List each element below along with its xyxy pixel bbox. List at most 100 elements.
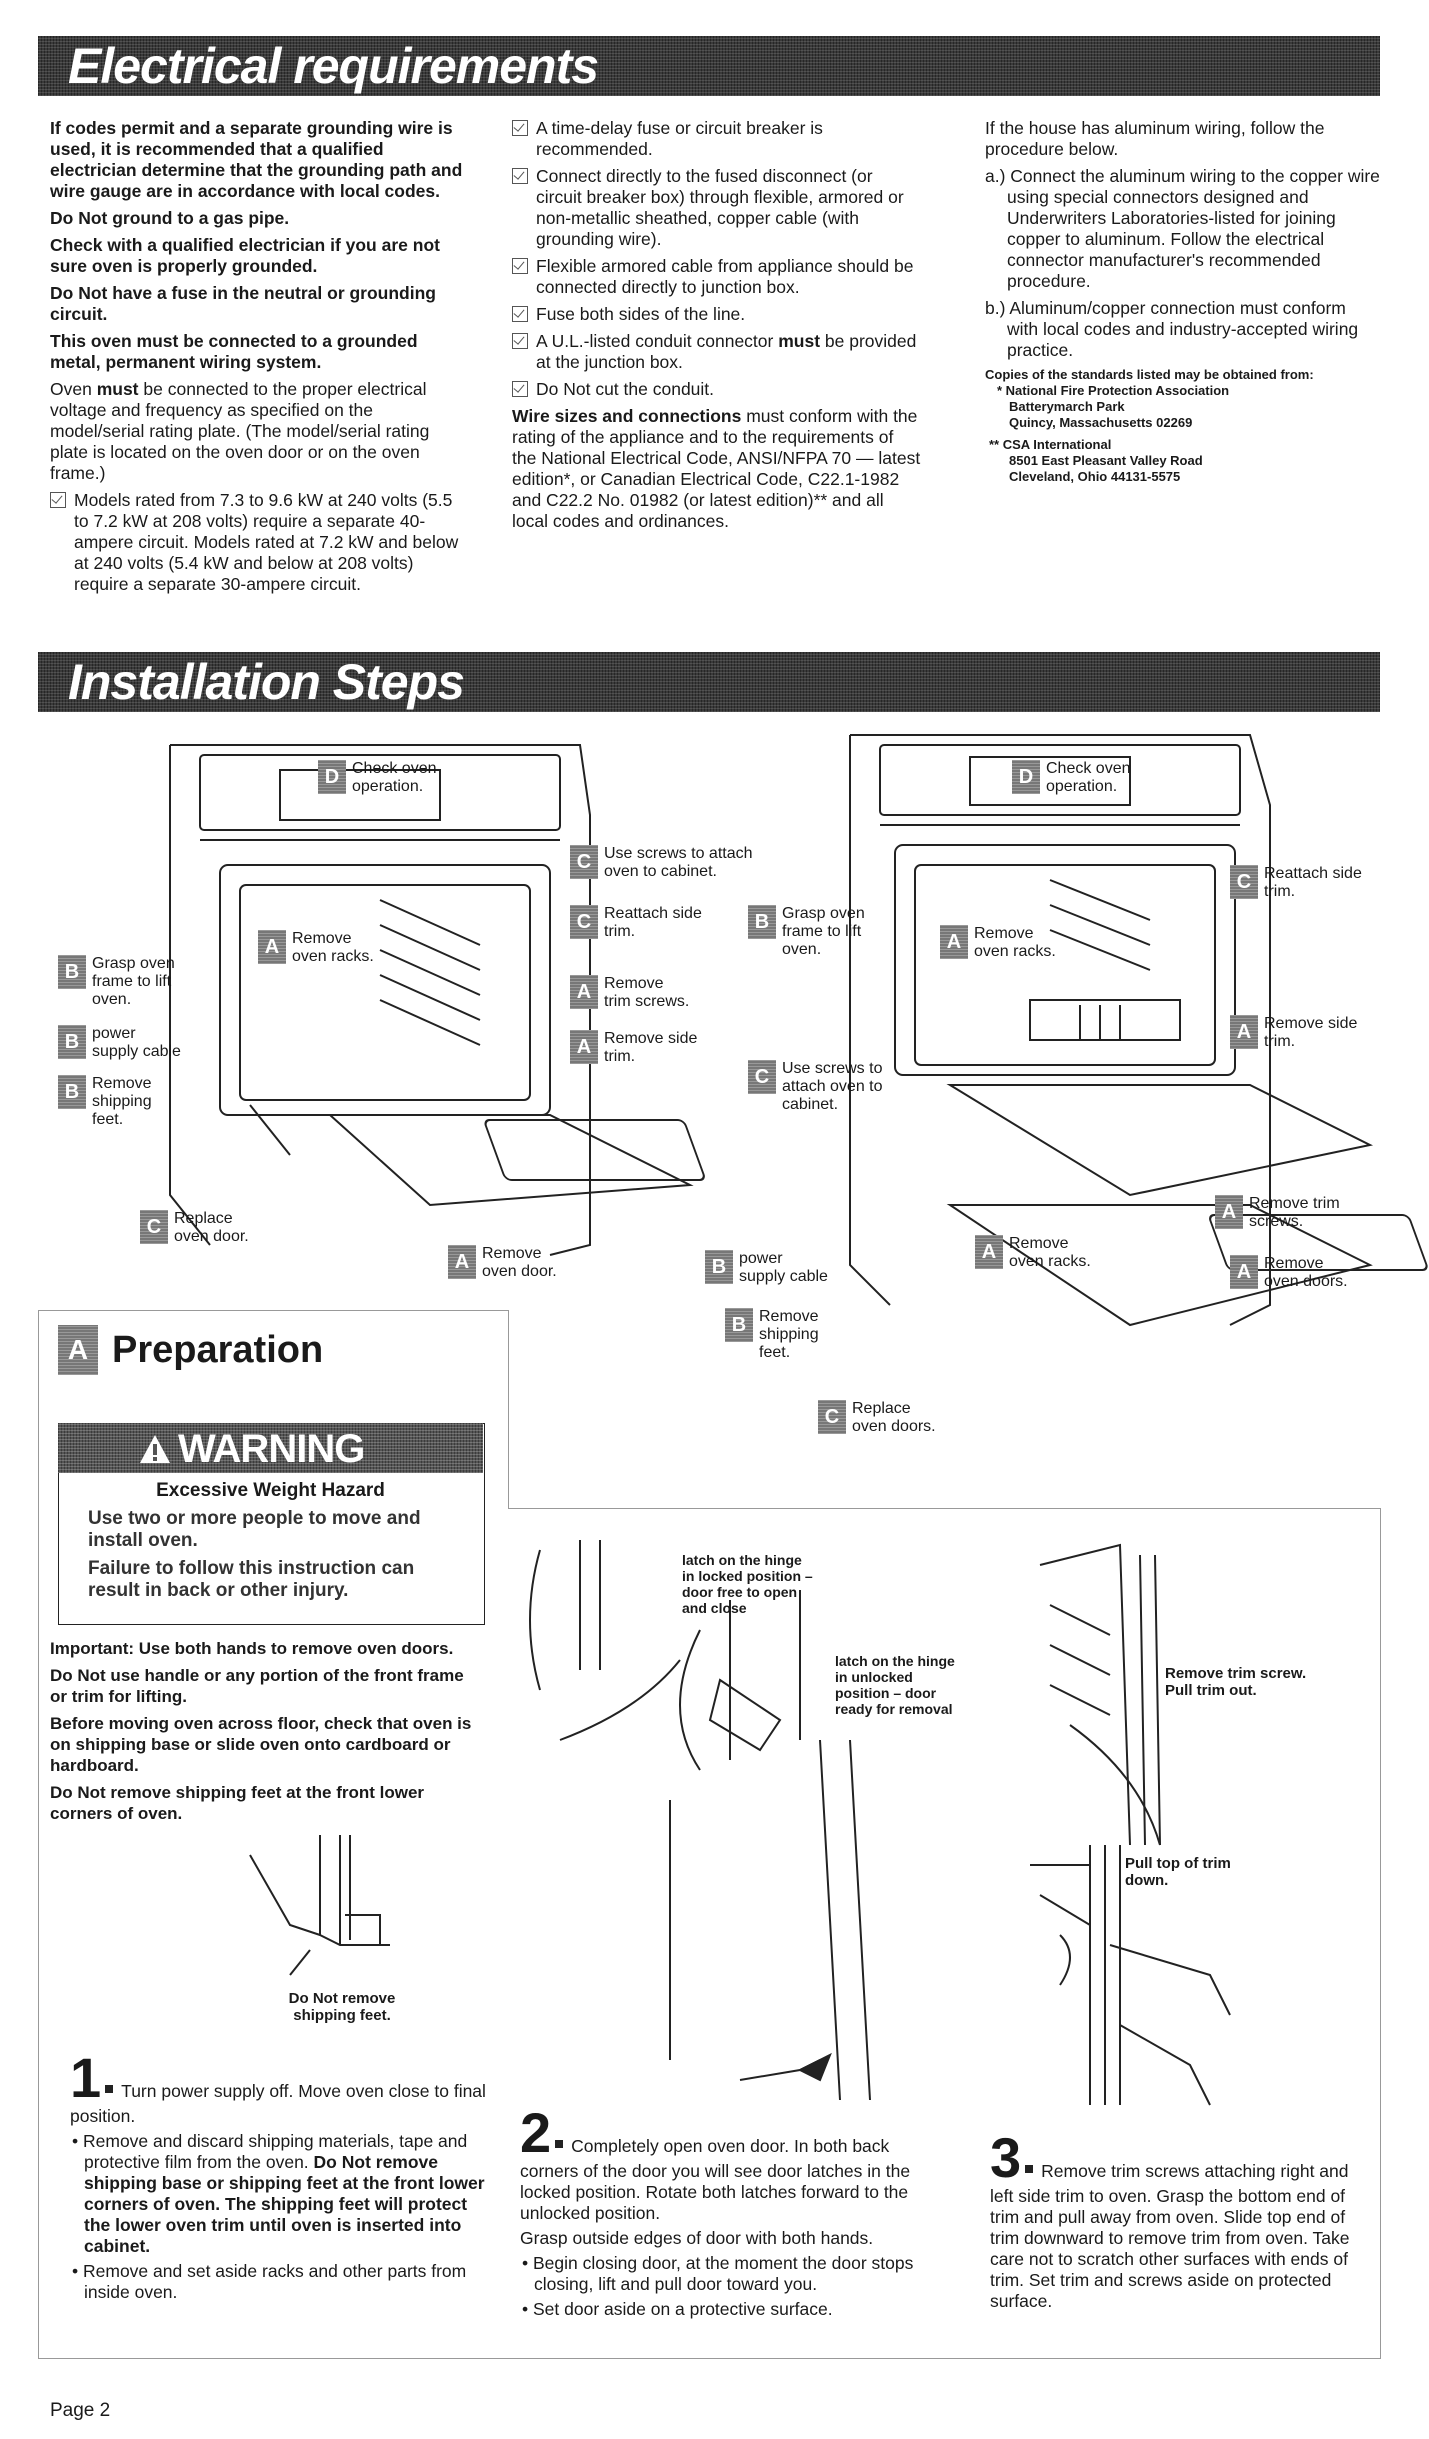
check-item: A U.L.-listed conduit connector must be … xyxy=(512,331,922,373)
aluminum-step-a: a.) Connect the aluminum wiring to the c… xyxy=(985,166,1380,291)
trim-removal-illustration xyxy=(1030,1543,1231,2106)
wiring-system-note: This oven must be connected to a grounde… xyxy=(50,331,418,372)
hazard-title: Excessive Weight Hazard xyxy=(156,1480,385,1501)
nfpa-name: * National Fire Protection Association xyxy=(997,383,1230,398)
csa-name: ** CSA International xyxy=(989,437,1112,452)
step-tag: A xyxy=(58,1325,98,1375)
preparation-heading: A Preparation xyxy=(58,1325,323,1375)
electrical-banner: Electrical requirements xyxy=(38,36,1380,96)
installation-banner: Installation Steps xyxy=(38,652,1380,712)
wire-sizes-note: Wire sizes and connections must conform … xyxy=(512,406,921,531)
warning-line-2: Failure to follow this instruction can r… xyxy=(88,1558,415,1601)
important-note: Do Not remove shipping feet at the front… xyxy=(50,1783,425,1823)
preparation-divider xyxy=(508,1310,509,1508)
electrician-note: Check with a qualified electrician if yo… xyxy=(50,235,440,276)
page-number: Page 2 xyxy=(50,2400,111,2421)
gas-pipe-note: Do Not ground to a gas pipe. xyxy=(50,208,290,228)
preparation-top-rule-left xyxy=(38,1310,508,1311)
checkbox-icon xyxy=(512,381,528,397)
step-number: 3 xyxy=(990,2126,1022,2189)
electrical-col-1: If codes permit and a separate grounding… xyxy=(50,118,470,601)
warning-title: WARNING xyxy=(178,1427,365,1471)
important-note: Important: Use both hands to remove oven… xyxy=(50,1639,454,1658)
step-number: 2 xyxy=(520,2101,552,2164)
checkbox-icon xyxy=(512,333,528,349)
latch-locked-caption: latch on the hinge in locked position – … xyxy=(682,1552,813,1616)
installation-title: Installation Steps xyxy=(68,654,465,710)
preparation-right-rule xyxy=(1380,1508,1381,2358)
electrical-col-3: If the house has aluminum wiring, follow… xyxy=(985,118,1380,485)
important-notes: Important: Use both hands to remove oven… xyxy=(50,1638,480,1830)
preparation-frame xyxy=(38,1310,1381,2359)
trim-top-caption: Pull top of trim down. xyxy=(1125,1855,1231,1889)
check-item: Connect directly to the fused disconnect… xyxy=(512,166,922,250)
rating-check: Models rated from 7.3 to 9.6 kW at 240 v… xyxy=(50,490,470,595)
step-1-bullet: • Remove and discard shipping materials,… xyxy=(72,2131,485,2256)
fuse-neutral-note: Do Not have a fuse in the neutral or gro… xyxy=(50,283,436,324)
checkbox-icon xyxy=(512,306,528,322)
preparation-title: Preparation xyxy=(112,1328,324,1371)
csa-street: 8501 East Pleasant Valley Road xyxy=(1009,453,1203,468)
door-latch-illustration xyxy=(529,1540,871,2101)
nfpa-street: Batterymarch Park xyxy=(1009,399,1125,414)
check-item: Flexible armored cable from appliance sh… xyxy=(512,256,922,298)
shipping-feet-caption: Do Not remove shipping feet. xyxy=(288,1990,396,2024)
check-item: Do Not cut the conduit. xyxy=(512,379,922,400)
csa-city: Cleveland, Ohio 44131-5575 xyxy=(1009,469,1181,484)
grounding-note: If codes permit and a separate grounding… xyxy=(50,118,463,201)
step-1-bullet: • Remove and set aside racks and other p… xyxy=(72,2261,467,2302)
warning-line-1: Use two or more people to move and insta… xyxy=(88,1508,421,1551)
checkbox-icon xyxy=(50,492,66,508)
single-oven-diagram xyxy=(169,744,705,1256)
voltage-note: Oven must be connected to the proper ele… xyxy=(50,379,430,483)
aluminum-step-b: b.) Aluminum/copper connection must conf… xyxy=(985,298,1359,360)
step-2-bullet: • Set door aside on a protective surface… xyxy=(522,2299,833,2319)
check-item: Fuse both sides of the line. xyxy=(512,304,922,325)
warning-triangle-icon xyxy=(140,1435,170,1463)
important-note: Before moving oven across floor, check t… xyxy=(50,1714,472,1775)
check-item: A time-delay fuse or circuit breaker is … xyxy=(512,118,922,160)
electrical-title: Electrical requirements xyxy=(68,38,599,94)
checkbox-icon xyxy=(512,120,528,136)
electrical-col-2: A time-delay fuse or circuit breaker is … xyxy=(512,118,922,538)
warning-header: WARNING xyxy=(58,1423,483,1473)
important-note: Do Not use handle or any portion of the … xyxy=(50,1666,464,1706)
trim-screw-caption: Remove trim screw. Pull trim out. xyxy=(1165,1665,1307,1699)
latch-unlocked-caption: latch on the hinge in unlocked position … xyxy=(835,1653,955,1717)
preparation-top-rule-right xyxy=(508,1508,1380,1509)
step-number: 1 xyxy=(70,2046,102,2109)
copies-note: Copies of the standards listed may be ob… xyxy=(985,367,1314,382)
step-2-bullet: • Begin closing door, at the moment the … xyxy=(522,2253,914,2294)
checkbox-icon xyxy=(512,168,528,184)
nfpa-city: Quincy, Massachusetts 02269 xyxy=(1009,415,1193,430)
double-oven-diagram xyxy=(849,734,1428,1327)
